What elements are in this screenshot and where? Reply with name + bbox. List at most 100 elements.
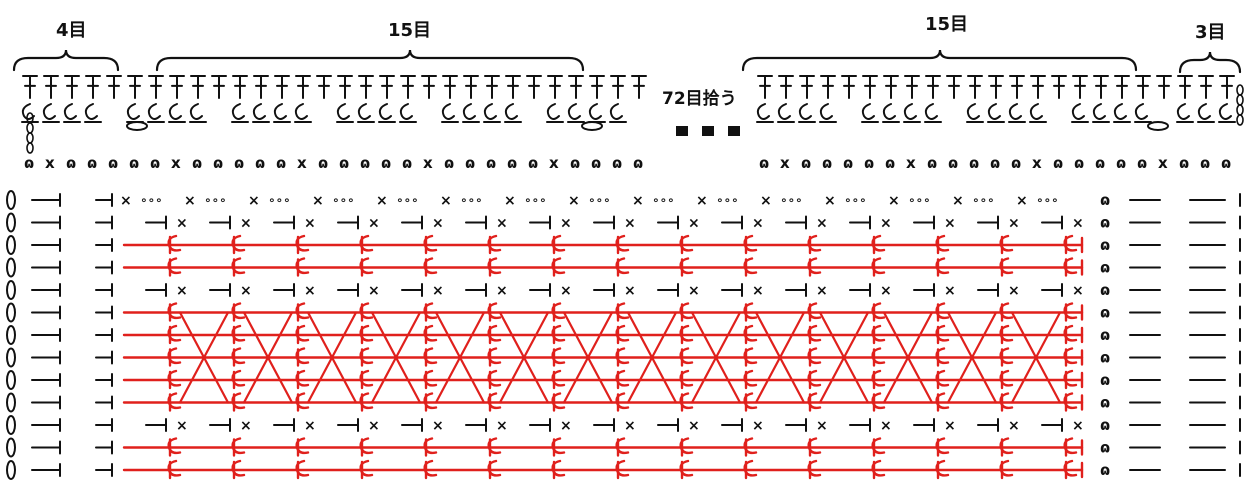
red-hook xyxy=(679,392,694,410)
red-hook xyxy=(871,369,886,387)
edge-stitch xyxy=(484,75,500,99)
single-crochet-mark: × xyxy=(240,418,252,434)
edge-base-mark: ɷ xyxy=(528,154,538,172)
red-hook xyxy=(743,257,758,275)
red-hook xyxy=(167,302,182,320)
red-hook xyxy=(935,257,950,275)
brace xyxy=(741,49,1138,72)
red-hook xyxy=(615,459,630,477)
ellipsis-square xyxy=(728,126,740,136)
edge-base-mark: x xyxy=(297,154,307,172)
red-hook xyxy=(487,302,502,320)
edge-stitch xyxy=(463,75,479,99)
row-start-chain xyxy=(6,325,16,345)
red-hook xyxy=(423,437,438,455)
cable-cross xyxy=(306,311,358,404)
single-crochet-mark: × xyxy=(240,216,252,232)
red-hook xyxy=(167,392,182,410)
edge-hook xyxy=(798,103,816,123)
label-right-group: 15目 xyxy=(925,14,968,35)
edge-stitch xyxy=(1093,75,1109,99)
edge-hook xyxy=(483,103,501,123)
chain-mark: ∘∘∘ xyxy=(524,193,547,207)
edge-stitch xyxy=(988,75,1004,99)
red-hook xyxy=(487,257,502,275)
red-hook xyxy=(487,459,502,477)
pattern-body: ɷ×∘∘∘×∘∘∘×∘∘∘×∘∘∘×∘∘∘×∘∘∘×∘∘∘×∘∘∘×∘∘∘×∘∘… xyxy=(6,190,1241,480)
edge-stitch xyxy=(1072,75,1088,99)
edge-stitch xyxy=(316,75,332,99)
single-crochet-mark: × xyxy=(624,216,636,232)
edge-base-mark: ɷ xyxy=(444,154,454,172)
single-crochet-mark: × xyxy=(304,418,316,434)
edge-stitch xyxy=(253,75,269,99)
single-crochet-mark: × xyxy=(760,193,772,209)
edge-hook xyxy=(441,103,459,123)
red-hook xyxy=(487,392,502,410)
cable-cross xyxy=(178,311,230,404)
red-hook xyxy=(679,437,694,455)
red-hook xyxy=(679,302,694,320)
single-crochet-mark: × xyxy=(120,193,132,209)
edge-hook xyxy=(1029,103,1047,123)
edge-stitch xyxy=(1219,75,1235,99)
ellipsis-square xyxy=(676,126,688,136)
single-crochet-mark: × xyxy=(816,216,828,232)
chain-mark: ∘∘∘ xyxy=(908,193,931,207)
single-crochet-mark: × xyxy=(248,193,260,209)
red-hook xyxy=(295,459,310,477)
row-start-chain xyxy=(6,370,16,390)
edge-stitch xyxy=(106,75,122,99)
chain-mark: ∘∘∘ xyxy=(396,193,419,207)
edge-stitch xyxy=(589,75,605,99)
red-hook xyxy=(167,459,182,477)
edge-stitch xyxy=(1177,75,1193,99)
edge-base-mark: x xyxy=(171,154,181,172)
edge-chain-link xyxy=(1236,84,1244,96)
red-hook xyxy=(1063,369,1078,387)
edge-base-mark: ɷ xyxy=(570,154,580,172)
single-crochet-mark: × xyxy=(880,216,892,232)
edge-stitch xyxy=(967,75,983,99)
red-hook xyxy=(1063,347,1078,365)
edge-stitch xyxy=(421,75,437,99)
red-hook xyxy=(679,257,694,275)
red-hook xyxy=(295,392,310,410)
red-hook xyxy=(999,369,1014,387)
chain-mark: ∘∘∘ xyxy=(332,193,355,207)
red-hook xyxy=(551,369,566,387)
red-hook xyxy=(359,369,374,387)
red-hook xyxy=(743,459,758,477)
red-hook xyxy=(1063,257,1078,275)
red-hook xyxy=(743,437,758,455)
edge-base-mark: ɷ xyxy=(1221,154,1231,172)
red-hook xyxy=(807,324,822,342)
red-hook xyxy=(807,459,822,477)
row-end-mark: ɷ xyxy=(1100,349,1110,367)
edge-stitch xyxy=(841,75,857,99)
red-hook xyxy=(551,347,566,365)
edge-hook xyxy=(189,103,207,123)
row-start-chain xyxy=(6,347,16,368)
edge-base-mark: ɷ xyxy=(948,154,958,172)
edge-base-mark: ɷ xyxy=(591,154,601,172)
chain-mark: ∘∘∘ xyxy=(652,193,675,207)
edge-stitch xyxy=(505,75,521,99)
red-hook xyxy=(231,234,246,252)
edge-base-mark: ɷ xyxy=(192,154,202,172)
edge-base-mark: ɷ xyxy=(129,154,139,172)
red-hook xyxy=(807,257,822,275)
edge-base-mark: ɷ xyxy=(1095,154,1105,172)
edge-base-mark: ɷ xyxy=(1116,154,1126,172)
single-crochet-mark: × xyxy=(176,418,188,434)
single-crochet-mark: × xyxy=(568,193,580,209)
edge-stitch xyxy=(883,75,899,99)
single-crochet-mark: × xyxy=(1072,418,1084,434)
red-hook xyxy=(615,392,630,410)
row-end-mark: ɷ xyxy=(1100,371,1110,389)
red-hook xyxy=(167,347,182,365)
edge-base-mark: ɷ xyxy=(1137,154,1147,172)
single-crochet-mark: × xyxy=(816,283,828,299)
red-hook xyxy=(807,369,822,387)
